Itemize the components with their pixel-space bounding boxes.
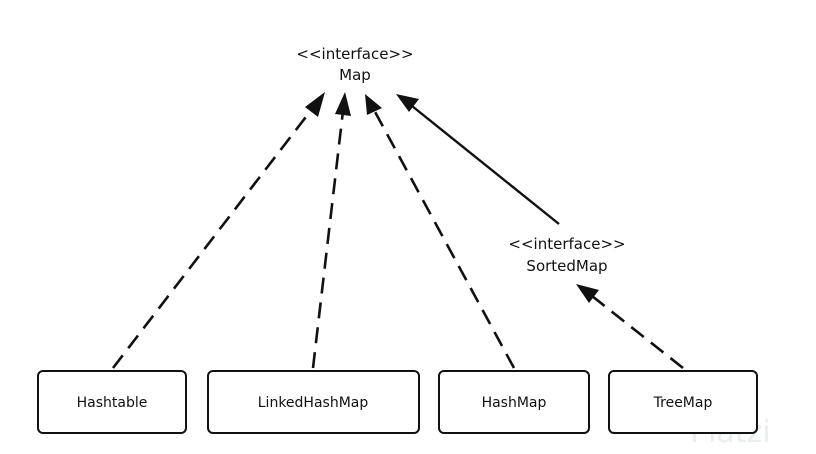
map-stereotype: <<interface>> [296, 45, 413, 63]
arrow-hashtable-to-map [111, 92, 325, 369]
class-box-hashmap-frame [438, 370, 590, 434]
map-name: Map [339, 66, 371, 84]
arrow-linkedhashmap-to-map [311, 92, 351, 369]
arrow-treemap-to-sortedmap-head [576, 284, 599, 303]
arrow-linkedhashmap-to-map-head [335, 92, 351, 116]
class-name-linkedhashmap: LinkedHashMap [258, 395, 369, 411]
sorted-map-interface[interactable]: <<interface>> SortedMap [508, 235, 625, 275]
class-box-linkedhashmap[interactable]: LinkedHashMap [207, 370, 420, 434]
class-name-hashmap: HashMap [482, 395, 547, 411]
sorted-map-stereotype: <<interface>> [508, 235, 625, 253]
arrow-treemap-to-sortedmap [576, 284, 684, 370]
arrow-hashmap-to-map-line [372, 109, 516, 369]
arrow-linkedhashmap-to-map-line [311, 110, 345, 369]
class-name-treemap: TreeMap [653, 395, 713, 411]
class-box-hashtable-frame [37, 370, 187, 434]
class-box-hashmap[interactable]: HashMap [438, 370, 590, 434]
class-box-treemap-frame [608, 370, 758, 434]
sorted-map-name: SortedMap [526, 257, 607, 275]
arrow-hashtable-to-map-head [305, 92, 325, 117]
arrow-sortedmap-to-map [396, 94, 560, 225]
arrow-hashmap-to-map [365, 94, 516, 369]
arrow-hashtable-to-map-line [111, 108, 314, 369]
class-box-linkedhashmap-frame [207, 370, 420, 434]
arrow-hashmap-to-map-head [365, 94, 382, 115]
class-box-treemap[interactable]: TreeMap [608, 370, 758, 434]
class-box-hashtable[interactable]: Hashtable [37, 370, 187, 434]
map-interface[interactable]: <<interface>> Map [296, 45, 413, 84]
arrow-treemap-to-sortedmap-line [591, 294, 684, 370]
arrow-sortedmap-to-map-head [396, 94, 419, 112]
class-name-hashtable: Hashtable [77, 395, 148, 411]
arrow-sortedmap-to-map-line [411, 105, 560, 225]
